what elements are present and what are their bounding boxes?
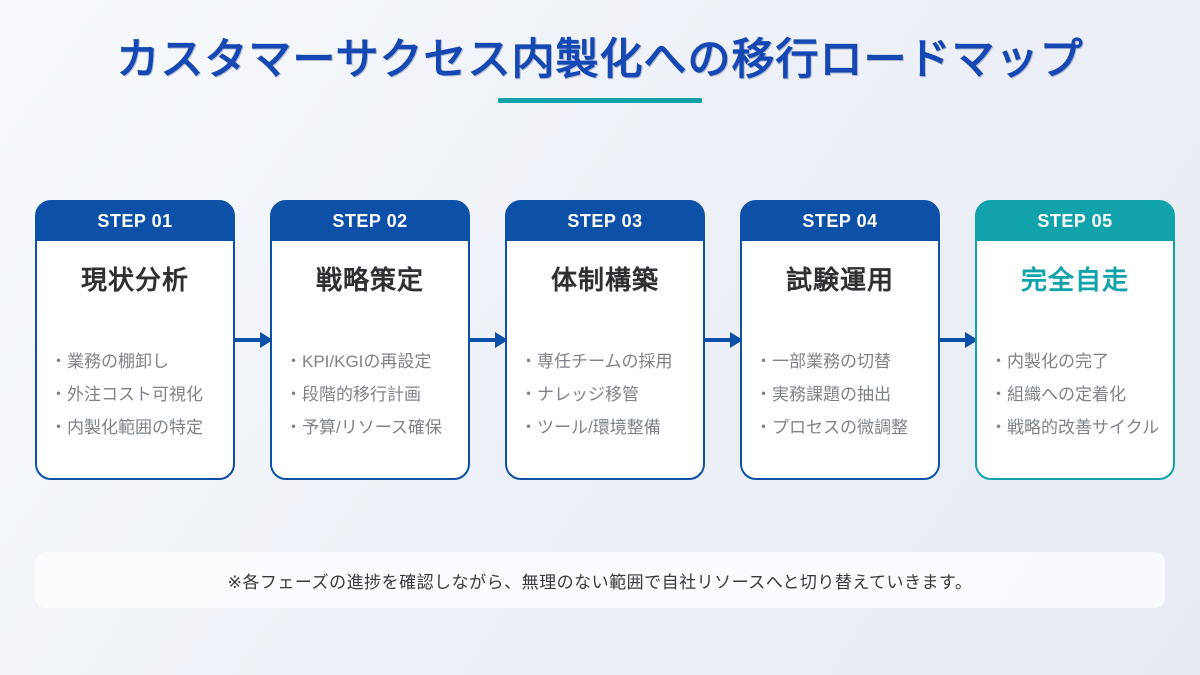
step-02-bullets: ・KPI/KGIの再設定 ・段階的移行計画 ・予算/リソース確保 <box>285 345 466 444</box>
arrow-shaft <box>233 338 263 342</box>
step-04-bullets: ・一部業務の切替 ・実務課題の抽出 ・プロセスの微調整 <box>755 345 936 444</box>
step-02-title: 戦略策定 <box>315 265 424 295</box>
arrow-right-icon <box>233 332 273 348</box>
step-card-01: STEP 01 現状分析 ・業務の棚卸し ・外注コスト可視化 ・内製化範囲の特定 <box>35 200 235 480</box>
arrow-head <box>260 332 273 348</box>
step-02-header: STEP 02 <box>271 201 469 241</box>
arrow-shaft <box>938 338 968 342</box>
step-04-header: STEP 04 <box>741 201 939 241</box>
bullet-item: ・外注コスト可視化 <box>50 385 203 404</box>
bullet-item: ・内製化範囲の特定 <box>50 418 203 437</box>
page-title: カスタマーサクセス内製化への移行ロードマップ <box>116 36 1084 84</box>
step-01-title: 現状分析 <box>80 265 189 295</box>
step-05-header: STEP 05 <box>976 201 1174 241</box>
bullet-item: ・段階的移行計画 <box>285 385 421 404</box>
step-card-04: STEP 04 試験運用 ・一部業務の切替 ・実務課題の抽出 ・プロセスの微調整 <box>740 200 940 480</box>
arrow-head <box>495 332 508 348</box>
bullet-item: ・ツール/環境整備 <box>520 418 661 437</box>
bullet-item: ・業務の棚卸し <box>50 352 169 371</box>
step-card-03: STEP 03 体制構築 ・専任チームの採用 ・ナレッジ移管 ・ツール/環境整備 <box>505 200 705 480</box>
arrow-shaft <box>468 338 498 342</box>
arrow-head <box>730 332 743 348</box>
step-04-label: STEP 04 <box>802 210 878 231</box>
arrow-right-icon <box>468 332 508 348</box>
step-card-02: STEP 02 戦略策定 ・KPI/KGIの再設定 ・段階的移行計画 ・予算/リ… <box>270 200 470 480</box>
bullet-item: ・内製化の完了 <box>990 352 1109 371</box>
bullet-item: ・一部業務の切替 <box>755 352 891 371</box>
step-04-title: 試験運用 <box>785 265 894 295</box>
footnote-bar: ※各フェーズの進捗を確認しながら、無理のない範囲で自社リソースへと切り替えていき… <box>35 552 1165 608</box>
footnote-text: ※各フェーズの進捗を確認しながら、無理のない範囲で自社リソースへと切り替えていき… <box>227 572 973 592</box>
arrow-right-icon <box>703 332 743 348</box>
step-01-header: STEP 01 <box>36 201 234 241</box>
step-02-label: STEP 02 <box>332 210 408 231</box>
step-01-label: STEP 01 <box>97 210 173 231</box>
step-03-label: STEP 03 <box>567 210 643 231</box>
title-block: カスタマーサクセス内製化への移行ロードマップ <box>0 0 1200 103</box>
step-03-title: 体制構築 <box>550 265 659 295</box>
bullet-item: ・組織への定着化 <box>990 385 1126 404</box>
bullet-item: ・KPI/KGIの再設定 <box>285 352 432 371</box>
steps-row: STEP 01 現状分析 ・業務の棚卸し ・外注コスト可視化 ・内製化範囲の特定… <box>0 200 1200 480</box>
bullet-item: ・実務課題の抽出 <box>755 385 891 404</box>
bullet-item: ・ナレッジ移管 <box>520 385 639 404</box>
title-underline <box>498 98 702 103</box>
arrow-head <box>965 332 978 348</box>
step-05-title: 完全自走 <box>1020 265 1129 295</box>
bullet-item: ・専任チームの採用 <box>520 352 673 371</box>
bullet-item: ・予算/リソース確保 <box>285 418 442 437</box>
bullet-item: ・プロセスの微調整 <box>755 418 908 437</box>
step-03-bullets: ・専任チームの採用 ・ナレッジ移管 ・ツール/環境整備 <box>520 345 701 444</box>
step-01-bullets: ・業務の棚卸し ・外注コスト可視化 ・内製化範囲の特定 <box>50 345 231 444</box>
bullet-item: ・戦略的改善サイクル <box>990 418 1160 437</box>
step-05-label: STEP 05 <box>1037 210 1113 231</box>
arrow-right-icon <box>938 332 978 348</box>
arrow-shaft <box>703 338 733 342</box>
step-card-05: STEP 05 完全自走 ・内製化の完了 ・組織への定着化 ・戦略的改善サイクル <box>975 200 1175 480</box>
step-05-bullets: ・内製化の完了 ・組織への定着化 ・戦略的改善サイクル <box>990 345 1171 444</box>
step-03-header: STEP 03 <box>506 201 704 241</box>
